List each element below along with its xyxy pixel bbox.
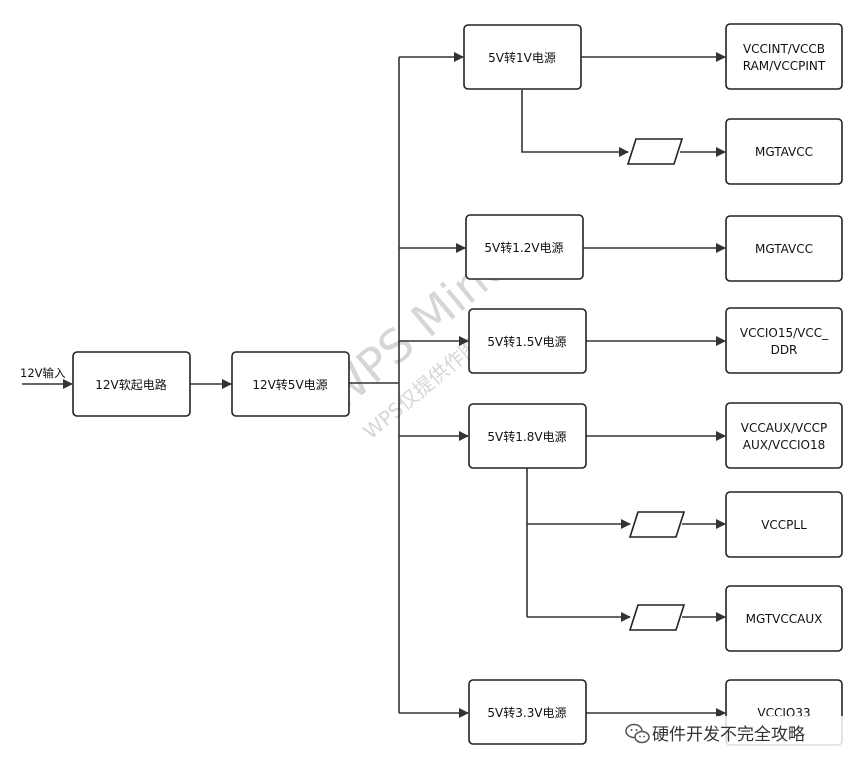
block-5v-to-1v: 5V转1V电源	[463, 24, 582, 90]
filter-shape-2	[628, 511, 686, 538]
block-5v-to-1v2-label: 5V转1.2V电源	[484, 240, 563, 255]
output-vccio15-line1: VCCIO15/VCC_	[740, 326, 829, 340]
block-softstart: 12V软起电路	[72, 351, 191, 417]
1v-branch-arrow	[521, 90, 629, 157]
block-5v-to-1v8-label: 5V转1.8V电源	[487, 429, 566, 444]
wechat-icon	[625, 723, 650, 744]
output-mgtvccaux: MGTVCCAUX	[725, 585, 843, 652]
output-vccint-line1: VCCINT/VCCB	[743, 42, 825, 56]
block-softstart-label: 12V软起电路	[95, 377, 166, 392]
block-5v-to-1v8: 5V转1.8V电源	[468, 403, 587, 469]
footer-caption: 硬件开发不完全攻略	[616, 716, 852, 750]
footer-text: 硬件开发不完全攻略	[652, 725, 805, 745]
block-5v-to-1v-label: 5V转1V电源	[488, 50, 556, 65]
output-mgtavcc-2-label: MGTAVCC	[755, 242, 813, 256]
output-vccio15: VCCIO15/VCC_ DDR	[725, 307, 843, 374]
output-vccaux-line2: AUX/VCCIO18	[743, 438, 825, 452]
filter-shape-1	[626, 138, 684, 165]
block-5v-to-3v3-label: 5V转3.3V电源	[487, 705, 566, 720]
block-5v-to-3v3: 5V转3.3V电源	[468, 679, 587, 745]
output-mgtavcc-2: MGTAVCC	[725, 215, 843, 282]
block-12v-to-5v: 12V转5V电源	[231, 351, 350, 417]
output-vccint: VCCINT/VCCB RAM/VCCPINT	[725, 23, 843, 90]
output-vccpll: VCCPLL	[725, 491, 843, 558]
block-5v-to-1v2: 5V转1.2V电源	[465, 214, 584, 280]
output-vccpll-label: VCCPLL	[761, 518, 807, 532]
output-vccaux-line1: VCCAUX/VCCP	[741, 421, 827, 435]
connectors	[22, 52, 726, 718]
output-vccio15-line2: DDR	[771, 343, 798, 357]
block-5v-to-1v5: 5V转1.5V电源	[468, 308, 587, 374]
output-vccaux: VCCAUX/VCCP AUX/VCCIO18	[725, 402, 843, 469]
output-mgtvccaux-label: MGTVCCAUX	[746, 612, 823, 626]
output-vccint-line2: RAM/VCCPINT	[743, 59, 826, 73]
filter-shape-3	[628, 604, 686, 631]
output-mgtavcc-1-label: MGTAVCC	[755, 145, 813, 159]
output-mgtavcc-1: MGTAVCC	[725, 118, 843, 185]
block-12v-to-5v-label: 12V转5V电源	[252, 377, 327, 392]
block-5v-to-1v5-label: 5V转1.5V电源	[487, 334, 566, 349]
input-label: 12V输入	[20, 366, 66, 380]
